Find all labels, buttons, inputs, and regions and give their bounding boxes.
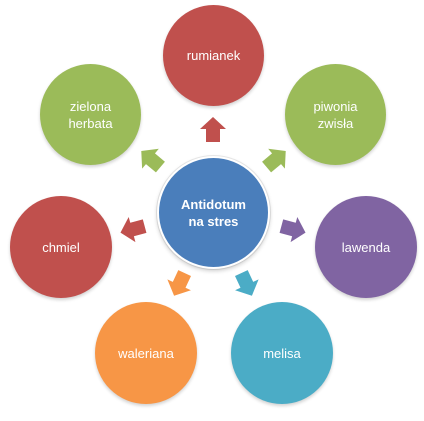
node-lawenda: lawenda	[315, 196, 417, 298]
node-zielona-herbata: zielona herbata	[40, 64, 141, 165]
node-chmiel: chmiel	[10, 196, 112, 298]
node-rumianek-label: rumianek	[186, 48, 241, 63]
node-lawenda-label: lawenda	[341, 239, 391, 255]
arrow-to-lawenda	[279, 216, 306, 243]
node-waleriana-label: waleriana	[118, 345, 174, 361]
node-melisa: melisa	[231, 302, 333, 404]
arrow-to-zielona-herbata	[141, 148, 165, 173]
arrow-to-rumianek	[200, 117, 226, 142]
node-piwonia-zwisla-label: piwonia zwisła	[313, 98, 358, 131]
arrow-to-chmiel	[120, 216, 147, 243]
node-melisa-label: melisa	[263, 345, 301, 361]
node-piwonia-zwisla: piwonia zwisła	[285, 64, 386, 165]
node-zielona-herbata-label: zielona herbata	[68, 98, 113, 131]
center-label: Antidotum na stres	[181, 196, 246, 229]
arrow-to-waleriana	[167, 270, 191, 296]
center-node: Antidotum na stres	[157, 156, 270, 269]
arrow-to-piwonia	[262, 148, 286, 173]
node-waleriana: waleriana	[95, 302, 197, 404]
arrow-to-melisa	[235, 270, 259, 296]
node-chmiel-label: chmiel	[42, 239, 80, 255]
node-rumianek: rumianek	[163, 5, 264, 106]
